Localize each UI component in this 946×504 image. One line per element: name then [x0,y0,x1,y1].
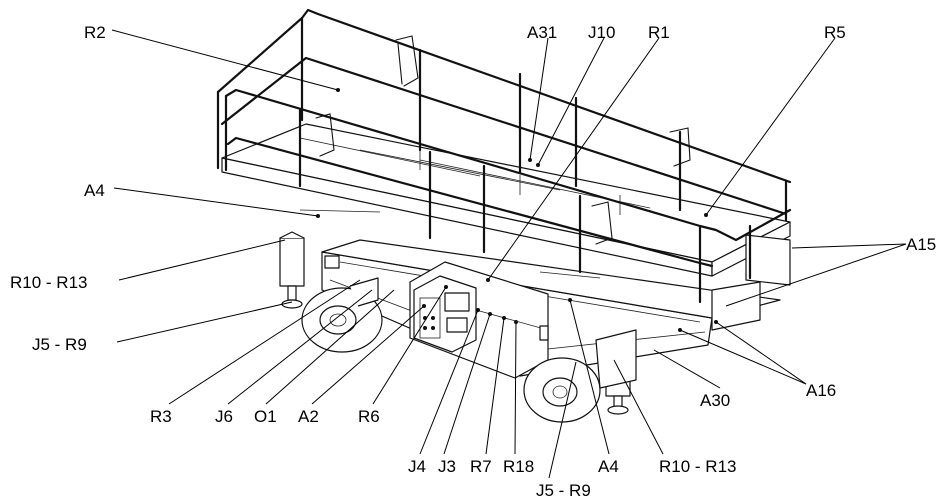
label-j6: J6 [215,407,233,426]
label-a30: A30 [700,391,730,410]
label-j4: J4 [408,457,426,476]
label-o1: O1 [254,407,277,426]
label-r6: R6 [358,407,380,426]
guardrail [216,8,792,304]
extension-deck [711,221,791,331]
rear-wheel [523,329,637,423]
label-r1: R1 [648,23,670,42]
label-r5: R5 [824,23,846,42]
label-r7: R7 [470,457,492,476]
label-j5-r9-bottom: J5 - R9 [536,481,591,500]
label-r3: R3 [150,407,172,426]
label-j5-r9-left: J5 - R9 [32,335,87,354]
outrigger-left [279,231,305,309]
label-a2: A2 [298,407,319,426]
front-wheel [301,277,383,353]
label-r18: R18 [503,457,534,476]
label-a16: A16 [806,381,836,400]
label-a4-left: A4 [84,181,105,200]
label-a15: A15 [906,235,936,254]
callout-labels: R2 A31 J10 R1 R5 A4 A15 R10 - R13 J5 - R… [10,23,936,500]
label-a31: A31 [527,23,557,42]
label-r2: R2 [84,23,106,42]
leader-lines [111,29,907,479]
scissor-lift-illustration [216,8,792,423]
label-j10: J10 [588,23,615,42]
label-r10-r13-bottom: R10 - R13 [659,457,736,476]
label-a4-bottom: A4 [598,457,619,476]
label-r10-r13-left: R10 - R13 [10,273,87,292]
label-j3: J3 [438,457,456,476]
